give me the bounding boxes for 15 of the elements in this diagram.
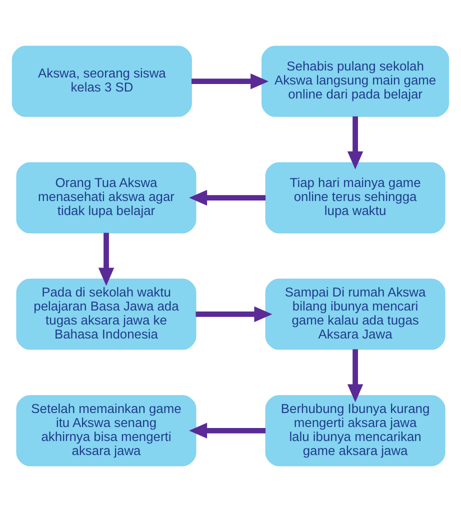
node-box: Pada di sekolah waktu pelajaran Basa Jawa ada tugas aksara jawa ke Bahasa Indonesia — [16, 278, 196, 350]
node-box: Sampai Di rumah Akswa bilang ibunya mencari game kalau ada tugas Aksara Jawa — [265, 278, 446, 350]
arrow — [347, 116, 364, 170]
arrow — [98, 232, 114, 286]
node-box: Akswa, seorang siswa kelas 3 SD — [12, 46, 192, 117]
node-box: Setelah memainkan game itu Akswa senang akhirnya bisa mengerti aksara jawa — [16, 395, 196, 466]
node-box: Sehabis pulang sekolah Akswa langsung main game online dari pada belajar — [262, 46, 450, 117]
arrow — [192, 73, 269, 90]
node-box: Tiap hari mainya game online terus sehingga lupa waktu — [265, 162, 446, 234]
node-box: Berhubung Ibunya kurang mengerti aksara jawa lalu ibunya mencarikan game aksara jawa — [265, 395, 446, 466]
arrow — [347, 349, 364, 402]
node-box: Orang Tua Akswa menasehati akswa agar tidak lupa belajar — [16, 162, 196, 234]
arrow — [189, 422, 266, 439]
arrow — [189, 190, 266, 206]
arrow — [196, 306, 272, 322]
